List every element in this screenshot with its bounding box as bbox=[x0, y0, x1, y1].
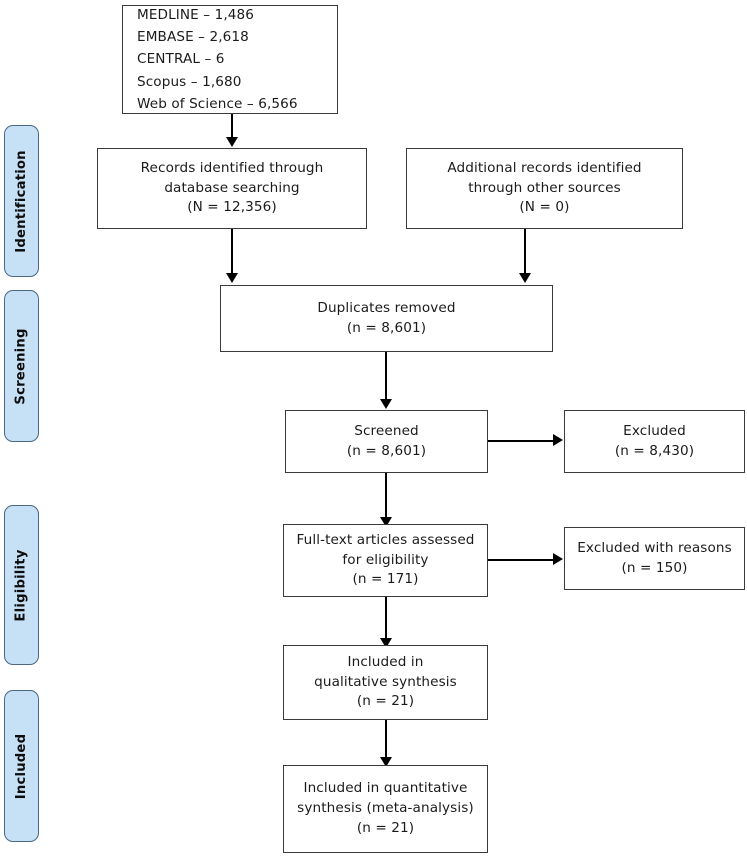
box-excluded: Excluded (n = 8,430) bbox=[564, 410, 745, 473]
box-fulltext-assessed: Full-text articles assessed for eligibil… bbox=[283, 524, 488, 597]
connector-fulltext-to-qualitative bbox=[385, 597, 387, 639]
arrowhead-qualitative-to-quantitative bbox=[380, 757, 392, 767]
box-records-identified: Records identified through database sear… bbox=[97, 148, 367, 229]
stage-pill-screening: Screening bbox=[4, 290, 39, 442]
box-qualitative-synthesis: Included in qualitative synthesis (n = 2… bbox=[283, 645, 488, 720]
connector-qualitative-to-quantitative bbox=[385, 720, 387, 758]
stage-label-identification: Identification bbox=[14, 149, 29, 253]
arrowhead-screened-to-fulltext bbox=[380, 517, 392, 527]
connector-screened-to-fulltext bbox=[385, 473, 387, 518]
connector-duplicates-to-screened bbox=[385, 352, 387, 400]
connector-records-to-duplicates bbox=[231, 229, 233, 275]
arrowhead-duplicates-to-screened bbox=[380, 399, 392, 409]
connector-screened-to-excluded bbox=[488, 440, 555, 442]
stage-pill-included: Included bbox=[4, 690, 39, 842]
stage-label-included: Included bbox=[14, 733, 30, 799]
box-excluded-with-reasons: Excluded with reasons (n = 150) bbox=[564, 527, 745, 590]
connector-databases-to-records bbox=[231, 114, 233, 139]
box-quantitative-synthesis: Included in quantitative synthesis (meta… bbox=[283, 765, 488, 853]
box-database-sources: MEDLINE – 1,486 EMBASE – 2,618 CENTRAL –… bbox=[122, 5, 338, 114]
arrowhead-databases-to-records bbox=[226, 137, 238, 147]
box-screened: Screened (n = 8,601) bbox=[285, 410, 488, 473]
stage-label-eligibility: Eligibility bbox=[14, 548, 29, 622]
connector-additional-to-duplicates bbox=[524, 229, 526, 275]
arrowhead-screened-to-excluded bbox=[553, 434, 563, 446]
stage-pill-eligibility: Eligibility bbox=[4, 505, 39, 665]
stage-label-screening: Screening bbox=[14, 327, 29, 405]
arrowhead-additional-to-duplicates bbox=[519, 273, 531, 283]
arrowhead-fulltext-to-qualitative bbox=[380, 638, 392, 648]
stage-pill-identification: Identification bbox=[4, 125, 39, 277]
box-duplicates-removed: Duplicates removed (n = 8,601) bbox=[220, 285, 553, 352]
connector-fulltext-to-excluded-reasons bbox=[488, 559, 555, 561]
arrowhead-fulltext-to-excluded-reasons bbox=[553, 553, 563, 565]
arrowhead-records-to-duplicates bbox=[226, 273, 238, 283]
box-additional-records: Additional records identified through ot… bbox=[406, 148, 683, 229]
